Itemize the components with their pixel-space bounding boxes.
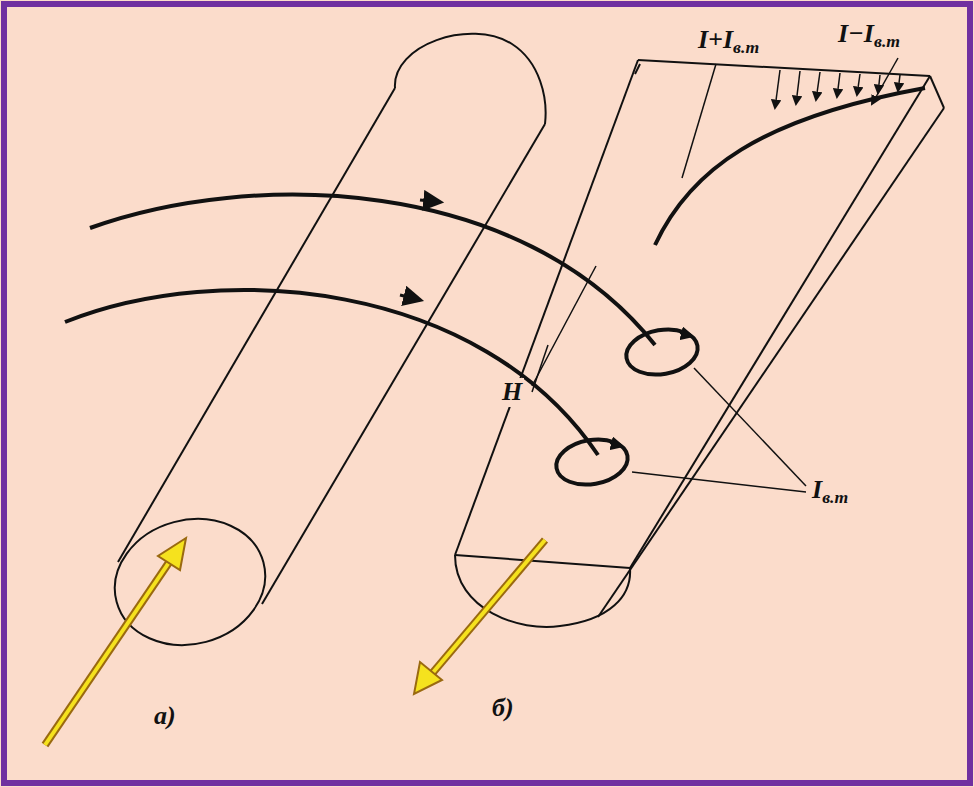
- figure-letter: а): [152, 702, 178, 731]
- frame: [4, 4, 970, 783]
- field-line: [65, 195, 655, 455]
- current-label: I−Iв.т: [836, 20, 902, 52]
- current-label: I+Iв.т: [696, 26, 761, 58]
- figure-letter: б): [490, 694, 516, 723]
- eddy-current-loop: [553, 324, 702, 490]
- field-label: H: [500, 378, 524, 407]
- eddy-current-label: Iв.т: [810, 476, 850, 508]
- current-hatch: [655, 70, 925, 245]
- leader-line: [532, 58, 898, 492]
- pointer-arrow: [45, 538, 545, 745]
- half-round-conductor: [455, 60, 944, 627]
